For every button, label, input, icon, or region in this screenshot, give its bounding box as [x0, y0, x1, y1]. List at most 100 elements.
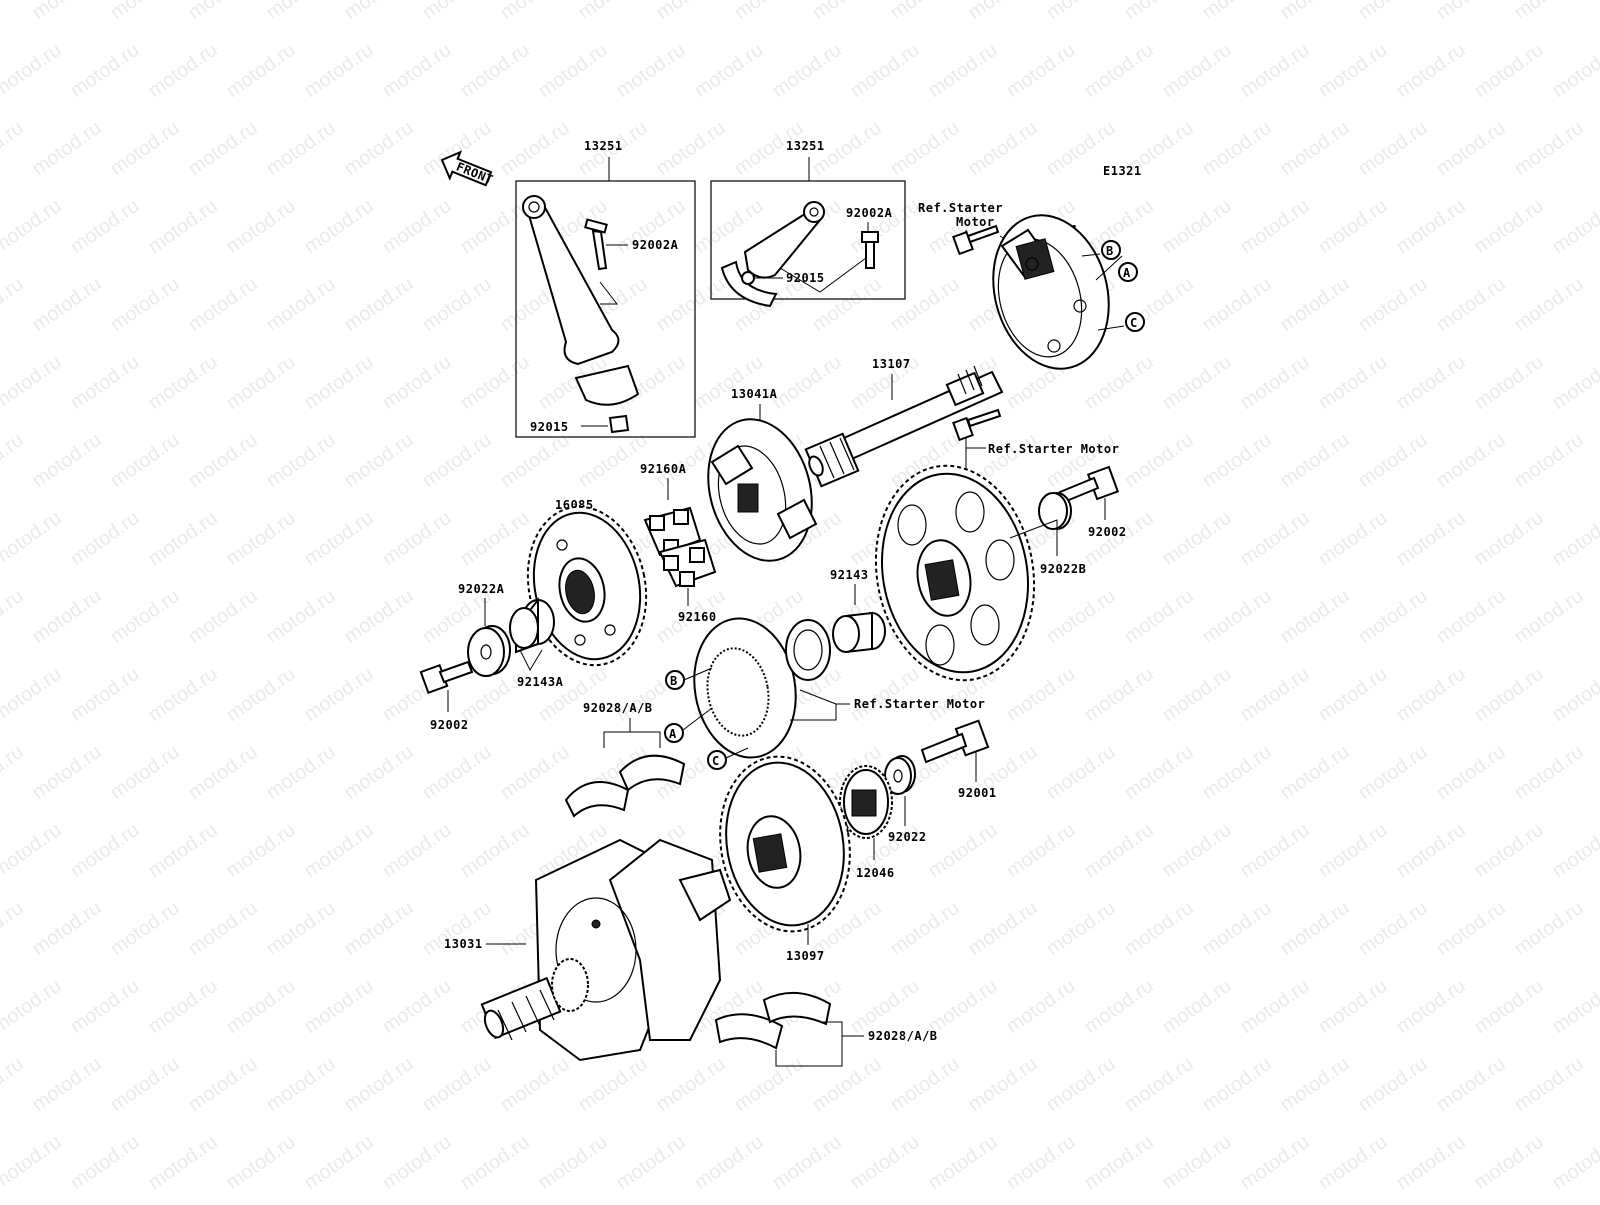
watermark-text: motod.ru — [0, 351, 66, 414]
watermark-text: motod.ru — [1510, 585, 1587, 648]
watermark-text: motod.ru — [184, 429, 261, 492]
watermark-text: motod.ru — [1042, 1053, 1119, 1116]
watermark-text: motod.ru — [1354, 585, 1431, 648]
watermark-text: motod.ru — [222, 351, 299, 414]
washer-92022 — [884, 755, 916, 795]
watermark-text: motod.ru — [768, 39, 845, 102]
watermark-text: motod.ru — [730, 1053, 807, 1116]
watermark-text: motod.ru — [106, 0, 183, 24]
watermark-text: motod.ru — [1236, 975, 1313, 1038]
label-92015-right: 92015 — [786, 271, 825, 285]
watermark-text: motod.ru — [1470, 507, 1547, 570]
label-92022: 92022 — [888, 830, 927, 844]
watermark-text: motod.ru — [262, 741, 339, 804]
watermark-text: motod.ru — [1314, 195, 1391, 258]
watermark-text: motod.ru — [1080, 819, 1157, 882]
watermark-text: motod.ru — [1548, 351, 1600, 414]
watermark-text: motod.ru — [1470, 819, 1547, 882]
watermark-text: motod.ru — [184, 897, 261, 960]
conrod-nut-right — [741, 271, 755, 285]
watermark-text: motod.ru — [1002, 39, 1079, 102]
callout-c-low — [707, 750, 727, 770]
watermark-text: motod.ru — [1432, 741, 1509, 804]
starter-shaft-13107 — [804, 365, 1004, 488]
watermark-text: motod.ru — [66, 663, 143, 726]
label-92143: 92143 — [830, 568, 869, 582]
watermark-text: motod.ru — [1510, 429, 1587, 492]
watermark-text: motod.ru — [184, 741, 261, 804]
washer-92022B — [1038, 492, 1072, 530]
one-way-clutch — [693, 617, 831, 759]
watermark-text: motod.ru — [0, 429, 28, 492]
callout-a-low-letter: A — [669, 727, 677, 741]
watermark-text: motod.ru — [1548, 663, 1600, 726]
watermark-text: motod.ru — [1470, 351, 1547, 414]
watermark-text: motod.ru — [1432, 429, 1509, 492]
watermark-text: motod.ru — [1510, 1053, 1587, 1116]
watermark-text: motod.ru — [1120, 741, 1197, 804]
watermark-text: motod.ru — [1510, 0, 1587, 24]
watermark-text: motod.ru — [1510, 273, 1587, 336]
watermark-text: motod.ru — [1276, 741, 1353, 804]
watermark-text: motod.ru — [1276, 897, 1353, 960]
watermark-text: motod.ru — [1002, 975, 1079, 1038]
watermark-text: motod.ru — [262, 429, 339, 492]
label-13107: 13107 — [872, 357, 911, 371]
bolt-92002-left — [419, 660, 474, 695]
watermark-text: motod.ru — [222, 663, 299, 726]
watermark-text: motod.ru — [652, 273, 729, 336]
watermark-text: motod.ru — [964, 897, 1041, 960]
watermark-text: motod.ru — [0, 195, 66, 258]
watermark-text: motod.ru — [1354, 117, 1431, 180]
watermark-text: motod.ru — [222, 507, 299, 570]
watermark-text: motod.ru — [144, 663, 221, 726]
watermark-text: motod.ru — [1354, 1053, 1431, 1116]
watermark-text: motod.ru — [106, 1053, 183, 1116]
ref-starter-top-2: Motor — [956, 215, 995, 229]
watermark-text: motod.ru — [340, 429, 417, 492]
label-92002-right: 92002 — [1088, 525, 1127, 539]
watermark-text: motod.ru — [28, 117, 105, 180]
watermark-text: motod.ru — [66, 507, 143, 570]
watermark-text: motod.ru — [1080, 351, 1157, 414]
watermark-text: motod.ru — [66, 195, 143, 258]
watermark-text: motod.ru — [808, 0, 885, 24]
watermark-text: motod.ru — [300, 1131, 377, 1194]
watermark-text: motod.ru — [1120, 429, 1197, 492]
watermark-text: motod.ru — [1080, 39, 1157, 102]
watermark-text: motod.ru — [1276, 0, 1353, 24]
watermark-text: motod.ru — [534, 1131, 611, 1194]
watermark-text: motod.ru — [1314, 39, 1391, 102]
ref-starter-low: Ref.Starter Motor — [854, 697, 985, 711]
watermark-text: motod.ru — [1158, 819, 1235, 882]
watermark-text: motod.ru — [378, 1131, 455, 1194]
watermark-text: motod.ru — [300, 195, 377, 258]
watermark-text: motod.ru — [262, 897, 339, 960]
watermark-text: motod.ru — [418, 0, 495, 24]
watermark-text: motod.ru — [0, 663, 66, 726]
watermark-text: motod.ru — [66, 39, 143, 102]
watermark-text: motod.ru — [106, 585, 183, 648]
watermark-text: motod.ru — [184, 273, 261, 336]
watermark-text: motod.ru — [28, 585, 105, 648]
watermark-text: motod.ru — [418, 273, 495, 336]
watermark-text: motod.ru — [1236, 507, 1313, 570]
label-92015-left: 92015 — [530, 420, 569, 434]
collar-92143A — [509, 597, 555, 654]
watermark-text: motod.ru — [28, 429, 105, 492]
watermark-text: motod.ru — [652, 117, 729, 180]
watermark-text: motod.ru — [184, 585, 261, 648]
watermark-text: motod.ru — [690, 1131, 767, 1194]
watermark-text: motod.ru — [340, 741, 417, 804]
watermark-text: motod.ru — [1470, 1131, 1547, 1194]
watermark-text: motod.ru — [1276, 1053, 1353, 1116]
watermark-text: motod.ru — [1236, 819, 1313, 882]
label-92143A: 92143A — [517, 675, 564, 689]
watermark-text: motod.ru — [300, 819, 377, 882]
watermark-text: motod.ru — [1236, 195, 1313, 258]
watermark-text: motod.ru — [1314, 507, 1391, 570]
diagram-code: E1321 — [1103, 164, 1142, 178]
conrod-bolt-right — [861, 231, 879, 269]
starter-bolt-mid — [952, 408, 1002, 442]
